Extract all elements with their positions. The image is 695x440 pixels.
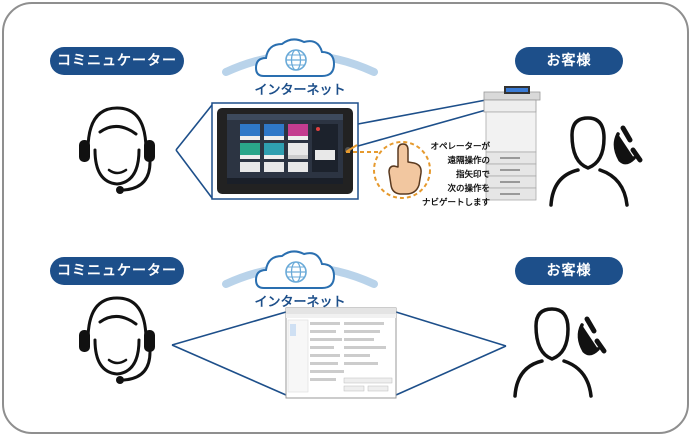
bottom-operator-headset-icon: [79, 296, 155, 384]
top-globe-icon: [285, 49, 307, 71]
pointer-hand-icon: [345, 141, 431, 199]
callout-line: 次の操作を: [447, 184, 490, 194]
bottom-globe-icon: [285, 261, 307, 283]
top-operator-headset-icon: [79, 106, 155, 194]
top-network-label: インターネット: [254, 83, 346, 98]
bottom-connector: [171, 311, 507, 396]
top-operator-pill: コミニュケーター: [50, 47, 184, 75]
bottom-network-label: インターネット: [254, 295, 346, 310]
callout-line: 遠隔操作の: [447, 156, 490, 166]
top-cloud-icon: [222, 38, 378, 77]
top-connector: [175, 99, 487, 199]
top-customer-pill: お客様: [515, 47, 623, 75]
top-customer-phone-icon: [549, 116, 643, 207]
copier-machine: [483, 86, 541, 201]
callout-line: オペレーターが: [430, 142, 490, 152]
bottom-customer-phone-icon: [513, 307, 607, 398]
bottom-operator-pill: コミニュケーター: [50, 257, 184, 285]
bottom-customer-pill: お客様: [515, 257, 623, 285]
navigation-callout: オペレーターが 遠隔操作の 指矢印で 次の操作を ナビゲートします: [420, 140, 490, 210]
callout-line: 指矢印で: [455, 170, 490, 180]
tablet-screen: [211, 102, 359, 200]
bottom-cloud-icon: [222, 250, 378, 289]
callout-line: ナビゲートします: [421, 198, 490, 208]
remote-software-window: [285, 307, 397, 399]
